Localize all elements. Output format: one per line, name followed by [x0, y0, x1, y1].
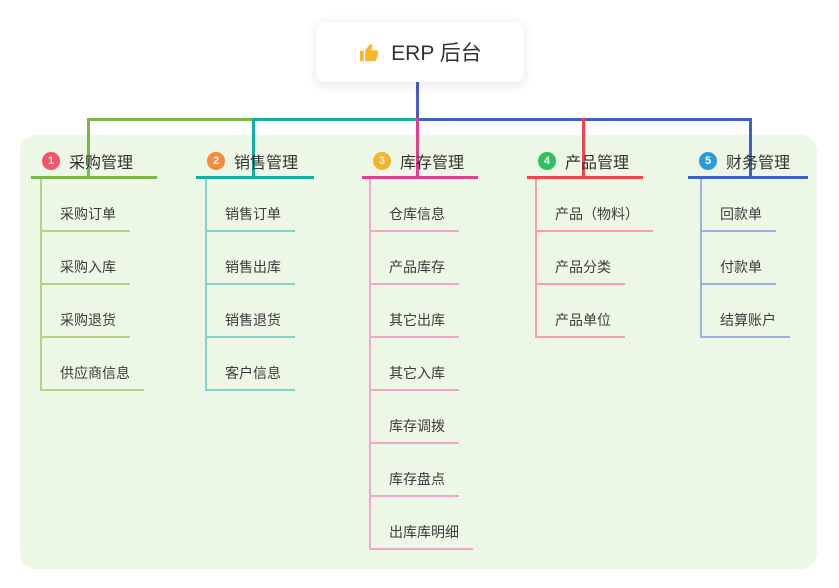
child-node-label: 销售订单 — [207, 204, 295, 232]
child-node[interactable]: 仓库信息 — [371, 179, 478, 232]
branch-title-label: 库存管理 — [400, 155, 465, 172]
child-node[interactable]: 产品单位 — [537, 285, 643, 338]
drop-connector-inventory — [416, 118, 419, 179]
child-node-label: 产品（物料） — [537, 204, 653, 232]
child-node-label: 结算账户 — [702, 310, 790, 338]
child-node[interactable]: 其它出库 — [371, 285, 478, 338]
child-node-label: 回款单 — [702, 204, 776, 232]
branch-5: 5 财务管理 回款单付款单结算账户 — [688, 146, 808, 338]
child-node[interactable]: 产品（物料） — [537, 179, 653, 232]
branch-number-badge: 5 — [699, 152, 717, 170]
child-node-label: 产品分类 — [537, 257, 625, 285]
drop-connector-product — [582, 118, 585, 179]
child-node-label: 库存调拨 — [371, 416, 459, 444]
child-node[interactable]: 库存盘点 — [371, 444, 478, 497]
child-node-label: 产品单位 — [537, 310, 625, 338]
branch-1: 1 采购管理 采购订单采购入库采购退货供应商信息 — [31, 146, 157, 391]
drop-connector-purchase — [87, 118, 90, 179]
branch-number-badge: 4 — [538, 152, 556, 170]
child-node-label: 其它出库 — [371, 310, 459, 338]
bus-segment-finance — [418, 118, 752, 121]
branch-children: 采购订单采购入库采购退货供应商信息 — [40, 179, 157, 391]
child-node-label: 采购订单 — [42, 204, 130, 232]
child-node[interactable]: 销售出库 — [207, 232, 314, 285]
child-node[interactable]: 销售退货 — [207, 285, 314, 338]
branch-children: 产品（物料） 产品分类产品单位 — [535, 179, 653, 338]
branch-title-label: 采购管理 — [69, 155, 134, 172]
child-node-label: 仓库信息 — [371, 204, 459, 232]
child-node[interactable]: 付款单 — [702, 232, 808, 285]
branch-title-node[interactable]: 2 销售管理 — [196, 146, 314, 179]
child-node-label: 采购入库 — [42, 257, 130, 285]
root-connector — [416, 82, 419, 119]
branch-2: 2 销售管理 销售订单销售出库销售退货客户信息 — [196, 146, 314, 391]
root-node-erp[interactable]: ERP 后台 — [316, 22, 524, 82]
child-node-label: 其它入库 — [371, 363, 459, 391]
child-node[interactable]: 回款单 — [702, 179, 808, 232]
child-node-label: 出库库明细 — [371, 522, 473, 550]
child-node-label: 采购退货 — [42, 310, 130, 338]
branch-title-label: 财务管理 — [726, 155, 791, 172]
branch-number-badge: 3 — [373, 152, 391, 170]
branch-3: 3 库存管理 仓库信息产品库存其它出库其它入库库存调拨库存盘点出库库明细 — [362, 146, 478, 550]
child-node[interactable]: 产品分类 — [537, 232, 643, 285]
child-node-label: 销售出库 — [207, 257, 295, 285]
child-node-label: 产品库存 — [371, 257, 459, 285]
root-title: ERP 后台 — [391, 42, 482, 65]
branch-title-node[interactable]: 1 采购管理 — [31, 146, 157, 179]
child-node[interactable]: 采购订单 — [42, 179, 157, 232]
branch-title-label: 产品管理 — [565, 155, 630, 172]
child-node[interactable]: 供应商信息 — [42, 338, 157, 391]
bus-segment-sales — [253, 118, 418, 121]
thumbs-up-icon — [360, 43, 379, 61]
branch-number-badge: 1 — [42, 152, 60, 170]
branch-children: 销售订单销售出库销售退货客户信息 — [205, 179, 314, 391]
child-node-label: 客户信息 — [207, 363, 295, 391]
child-node[interactable]: 库存调拨 — [371, 391, 478, 444]
child-node[interactable]: 其它入库 — [371, 338, 478, 391]
child-node-label: 付款单 — [702, 257, 776, 285]
child-node[interactable]: 结算账户 — [702, 285, 808, 338]
child-node[interactable]: 产品库存 — [371, 232, 478, 285]
bus-segment-purchase — [87, 118, 253, 121]
child-node-label: 库存盘点 — [371, 469, 459, 497]
child-node[interactable]: 采购入库 — [42, 232, 157, 285]
child-node-label: 销售退货 — [207, 310, 295, 338]
child-node[interactable]: 客户信息 — [207, 338, 314, 391]
child-node[interactable]: 出库库明细 — [371, 497, 478, 550]
child-node-label: 供应商信息 — [42, 363, 144, 391]
branch-title-node[interactable]: 5 财务管理 — [688, 146, 808, 179]
child-node[interactable]: 销售订单 — [207, 179, 314, 232]
branch-4: 4 产品管理 产品（物料） 产品分类产品单位 — [527, 146, 653, 338]
branch-children: 回款单付款单结算账户 — [700, 179, 808, 338]
branch-title-node[interactable]: 3 库存管理 — [362, 146, 478, 179]
branch-title-node[interactable]: 4 产品管理 — [527, 146, 643, 179]
branch-number-badge: 2 — [207, 152, 225, 170]
child-node[interactable]: 采购退货 — [42, 285, 157, 338]
drop-connector-finance — [749, 118, 752, 179]
branch-children: 仓库信息产品库存其它出库其它入库库存调拨库存盘点出库库明细 — [369, 179, 478, 550]
branch-title-label: 销售管理 — [234, 155, 299, 172]
drop-connector-sales — [252, 118, 255, 179]
